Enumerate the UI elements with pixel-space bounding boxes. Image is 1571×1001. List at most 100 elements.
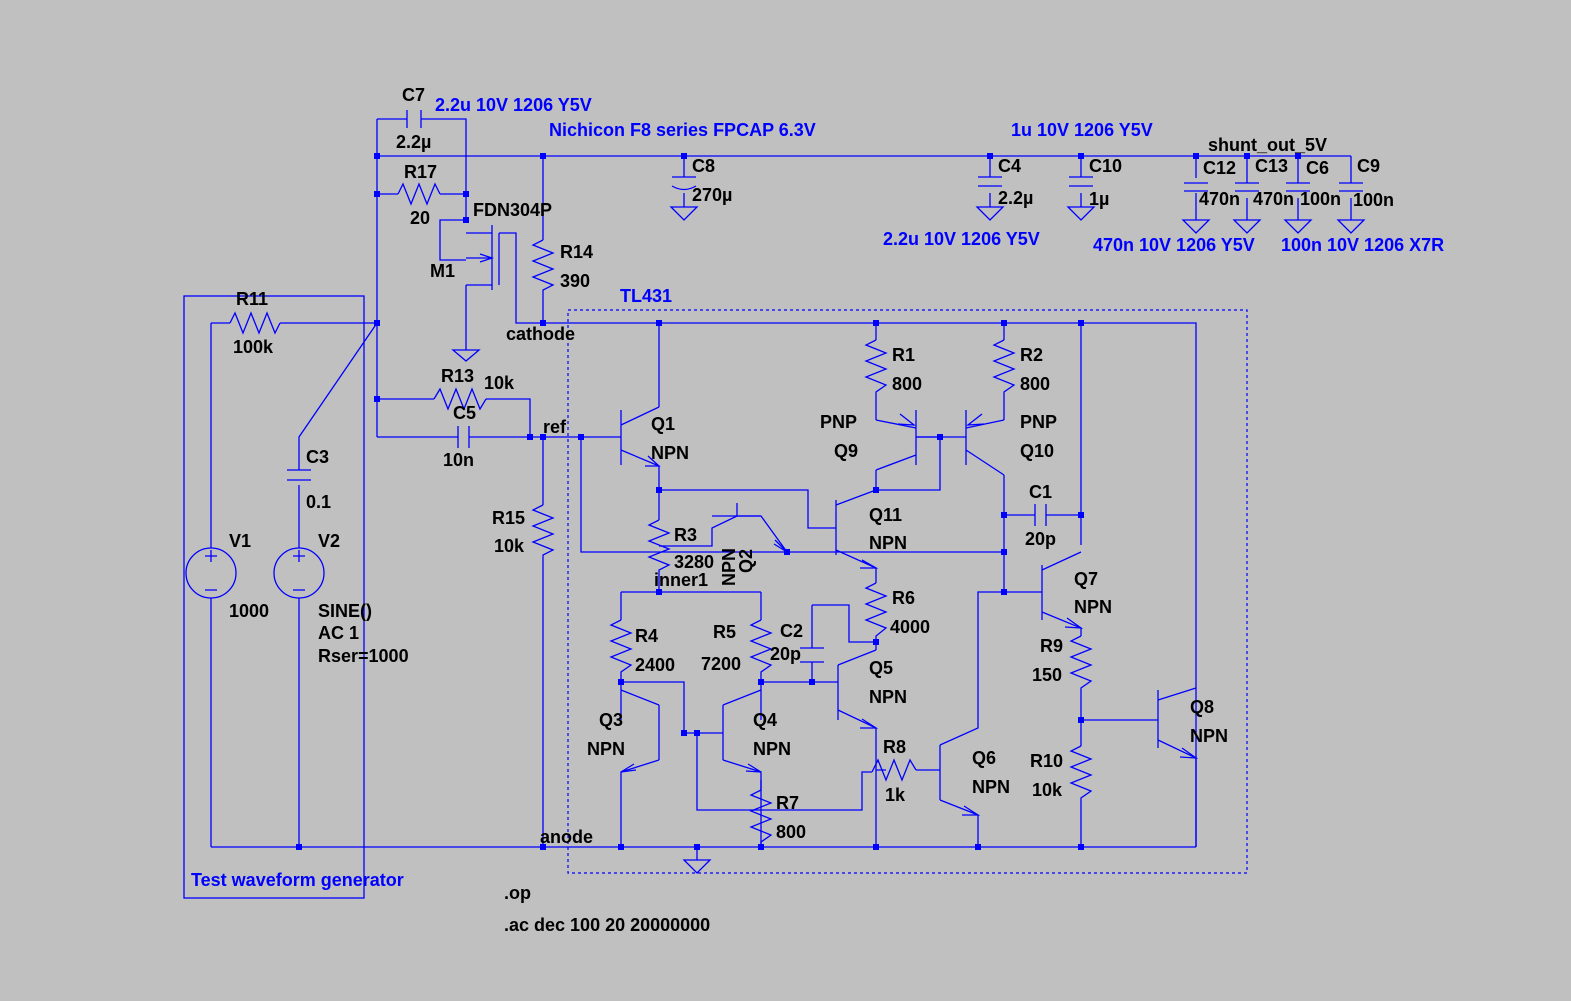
c10-value: 1µ [1089, 189, 1109, 209]
resistor-r13 [433, 387, 487, 411]
r14-value: 390 [560, 271, 590, 291]
generator-box [183, 295, 365, 899]
ground-c4 [975, 206, 1005, 221]
q4-value: NPN [753, 739, 791, 759]
ac-directive: .ac dec 100 20 20000000 [504, 915, 710, 935]
transistor-q8 [1157, 690, 1199, 759]
resistor-r8 [871, 758, 917, 782]
r11-name: R11 [236, 289, 268, 309]
r13-value: 10k [484, 373, 515, 393]
op-directive: .op [504, 883, 531, 903]
resistor-r11 [229, 311, 281, 335]
c1-value: 20p [1025, 529, 1056, 549]
r9-value: 150 [1032, 665, 1062, 685]
resistor-r4 [609, 619, 633, 680]
q5-value: NPN [869, 687, 907, 707]
ground-anode [682, 847, 712, 874]
q2-value: NPN [719, 548, 739, 586]
resistor-r7 [749, 789, 773, 847]
r5-value: 7200 [701, 654, 741, 674]
q1-name: Q1 [651, 414, 675, 434]
c6-name: C6 [1306, 158, 1329, 178]
c10-name: C10 [1089, 156, 1122, 176]
c2-value: 20p [770, 644, 801, 664]
c13-value: 470n [1253, 189, 1294, 209]
capacitor-c9 [1339, 182, 1363, 192]
r5-name: R5 [713, 622, 736, 642]
r9-name: R9 [1040, 636, 1063, 656]
r6-name: R6 [892, 588, 915, 608]
c8-value: 270µ [692, 185, 732, 205]
wires [210, 118, 1352, 848]
q10-value: PNP [1020, 412, 1057, 432]
ground-c12 [1181, 219, 1211, 234]
q11-value: NPN [869, 533, 907, 553]
capacitor-c12 [1184, 182, 1208, 192]
q8-name: Q8 [1190, 697, 1214, 717]
c6-spec-comment: 100n 10V 1206 X7R [1281, 235, 1444, 255]
transistor-q5 [860, 718, 879, 729]
r11-value: 100k [233, 337, 274, 357]
net-ref: ref [543, 417, 567, 437]
c4-spec-top-comment: 1u 10V 1206 Y5V [1011, 120, 1153, 140]
mosfet-m1 [466, 225, 500, 290]
m1-value: FDN304P [473, 200, 552, 220]
c4-value: 2.2µ [998, 188, 1033, 208]
capacitor-c2 [800, 647, 824, 663]
r1-value: 800 [892, 374, 922, 394]
r10-value: 10k [1032, 780, 1063, 800]
tl431-title: TL431 [620, 286, 672, 306]
transistor-q1 [614, 406, 661, 467]
capacitor-c13 [1235, 182, 1259, 192]
net-shunt-out: shunt_out_5V [1208, 135, 1327, 155]
c4-spec-bottom-comment: 2.2u 10V 1206 Y5V [883, 229, 1040, 249]
c6-value: 100n [1300, 189, 1341, 209]
r7-name: R7 [776, 793, 799, 813]
c12-name: C12 [1203, 158, 1236, 178]
ground-c10 [1066, 206, 1096, 221]
resistor-r1 [864, 339, 888, 400]
q5-name: Q5 [869, 658, 893, 678]
c13-name: C13 [1255, 156, 1288, 176]
c12-value: 470n [1199, 189, 1240, 209]
resistor-r2 [992, 339, 1016, 400]
c3-name: C3 [306, 447, 329, 467]
voltage-source-v2 [273, 547, 325, 599]
c5-value: 10n [443, 450, 474, 470]
capacitor-c8 [671, 176, 697, 191]
r17-name: R17 [404, 162, 437, 182]
capacitor-c6 [1286, 182, 1310, 192]
transistor-q11 [835, 500, 879, 569]
r8-name: R8 [883, 737, 906, 757]
transistor-q2 [712, 515, 788, 553]
net-inner1: inner1 [654, 570, 708, 590]
q9-name: Q9 [834, 441, 858, 461]
junction-dots [296, 153, 1301, 850]
c9-name: C9 [1357, 156, 1380, 176]
v1-name: V1 [229, 531, 251, 551]
capacitor-c10 [1069, 176, 1093, 187]
resistor-r5 [749, 619, 773, 680]
transistor-q7 [1041, 565, 1084, 629]
v1-value: 1000 [229, 601, 269, 621]
ground-c8 [669, 206, 699, 221]
ground-c13 [1232, 219, 1262, 234]
symbols [185, 110, 1366, 874]
transistor-q9 [875, 410, 940, 465]
resistor-r3 [647, 519, 671, 575]
r10-name: R10 [1030, 751, 1063, 771]
c8-spec-comment: Nichicon F8 series FPCAP 6.3V [549, 120, 816, 140]
resistor-r10 [1069, 745, 1093, 806]
capacitor-c3 [287, 469, 311, 481]
transistor-q10 [965, 410, 1005, 476]
q10-name: Q10 [1020, 441, 1054, 461]
capacitor-c1 [1034, 504, 1047, 526]
q7-value: NPN [1074, 597, 1112, 617]
r3-value: 3280 [674, 552, 714, 572]
generator-title: Test waveform generator [191, 870, 404, 890]
r1-name: R1 [892, 345, 915, 365]
r7-value: 800 [776, 822, 806, 842]
q3-value: NPN [587, 739, 625, 759]
q7-name: Q7 [1074, 569, 1098, 589]
